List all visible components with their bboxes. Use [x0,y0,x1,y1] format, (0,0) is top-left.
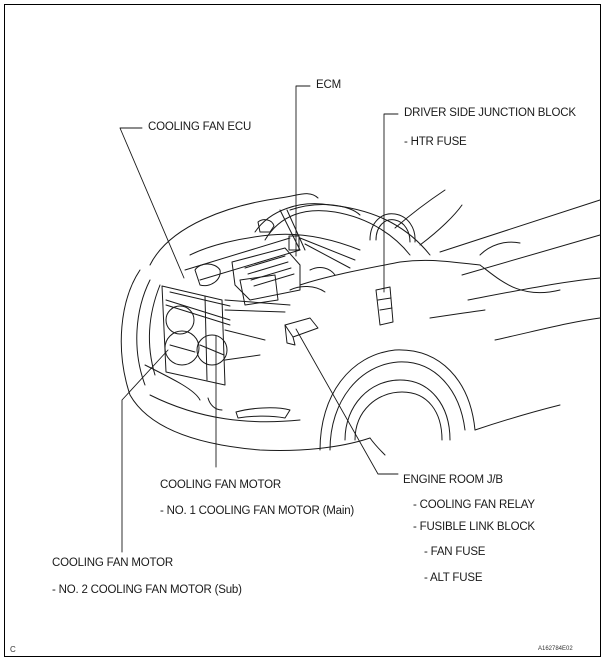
label-engine-room-jb: ENGINE ROOM J/B [403,474,503,486]
engine-bay [184,209,361,306]
radiator-fans [161,285,291,386]
label-fusible-link-block: - FUSIBLE LINK BLOCK [413,521,535,533]
driver-side-jb-part [375,286,394,326]
label-alt-fuse: - ALT FUSE [424,572,483,584]
label-ecm: ECM [316,79,341,91]
label-fan-fuse: - FAN FUSE [424,546,486,558]
label-cooling-fan-ecu: COOLING FAN ECU [148,121,252,133]
figure-id: A162784E02 [538,646,573,652]
label-cooling-fan-motor-sub: COOLING FAN MOTOR [52,557,173,569]
figure-frame [4,4,601,657]
leader-lines [119,85,399,553]
label-htr-fuse: - HTR FUSE [404,136,467,148]
label-no1-cooling-fan-motor: - NO. 1 COOLING FAN MOTOR (Main) [160,505,355,517]
engine-room-jb-part [284,317,319,346]
corner-mark: C [10,645,16,654]
label-cooling-fan-relay: - COOLING FAN RELAY [413,499,535,511]
car-body [120,189,601,456]
label-driver-side-junction-block: DRIVER SIDE JUNCTION BLOCK [404,107,576,119]
label-no2-cooling-fan-motor: - NO. 2 COOLING FAN MOTOR (Sub) [52,584,242,596]
label-cooling-fan-motor-main: COOLING FAN MOTOR [160,479,281,491]
